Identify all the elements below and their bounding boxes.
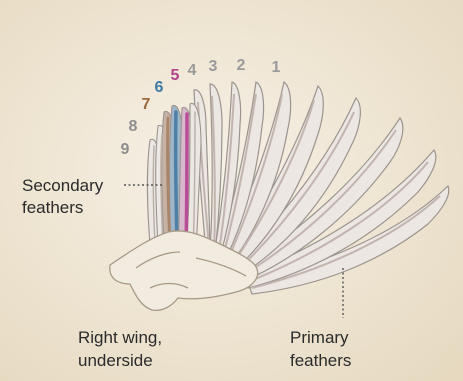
primary-label-line1: Primary	[290, 328, 349, 347]
feather-number-3: 3	[209, 58, 218, 75]
feather-number-8: 8	[129, 118, 138, 135]
secondary-label-line2: feathers	[22, 198, 83, 217]
feather-number-6: 6	[155, 79, 164, 96]
primary-label-line2: feathers	[290, 351, 351, 370]
feather-number-2: 2	[237, 57, 246, 74]
feather-number-7: 7	[142, 96, 151, 113]
feather-number-4: 4	[188, 62, 197, 79]
wing-label-line1: Right wing,	[78, 328, 162, 347]
secondary-label-line1: Secondary	[22, 176, 104, 195]
wing-label-line2: underside	[78, 351, 153, 370]
feather-number-5: 5	[171, 67, 180, 84]
feather-number-1: 1	[272, 59, 281, 76]
feather-number-9: 9	[121, 141, 130, 158]
